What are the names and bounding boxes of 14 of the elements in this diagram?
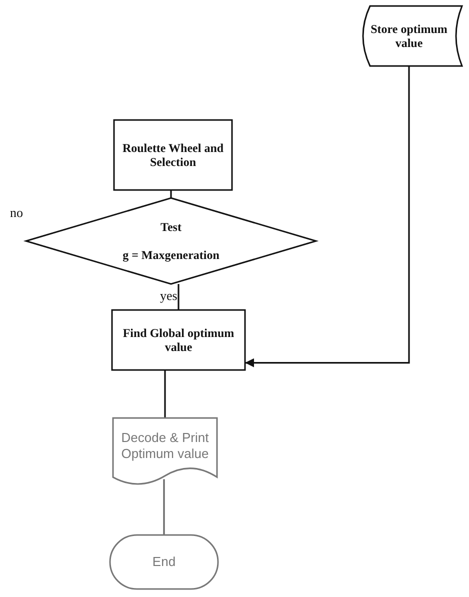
connector-line [164,370,166,418]
connector-line [178,284,180,310]
node-text: Store optimum value [370,22,448,50]
node-text: g = Maxgeneration [122,248,220,262]
node-text: Roulette Wheel and Selection [121,140,225,170]
connector-line [170,190,172,198]
branch-label: no [10,205,23,221]
branch-label: yes [160,288,178,304]
node-text: Decode & Print Optimum value [120,430,210,462]
node-text: End [152,554,176,570]
arrow [245,66,410,368]
node-text: Test [160,220,182,234]
connector-line [163,479,165,535]
node-text: Find Global optimum value [122,326,236,354]
